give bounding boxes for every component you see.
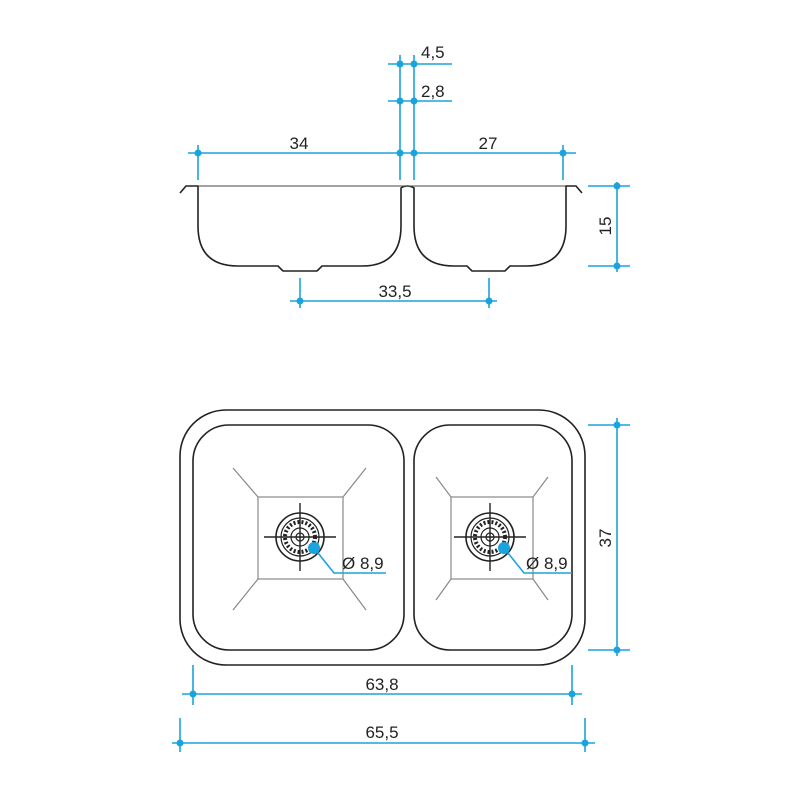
dim-divider-top: 4,5 <box>421 43 445 62</box>
dim-right-bowl-width: 27 <box>479 134 498 153</box>
left-drain-icon <box>264 503 336 571</box>
dim-depth: 15 <box>596 217 615 236</box>
right-drain-diameter: Ø 8,9 <box>526 554 568 573</box>
section-view <box>179 185 583 272</box>
dim-drain-spacing: 33,5 <box>378 282 411 301</box>
left-drain-diameter: Ø 8,9 <box>342 554 384 573</box>
plan-view <box>179 409 586 666</box>
dim-plan-depth: 37 <box>596 529 615 548</box>
dim-inner-width: 63,8 <box>365 675 398 694</box>
right-drain-icon <box>454 503 526 571</box>
dim-divider-bottom: 2,8 <box>421 82 445 101</box>
left-bowl-slopes <box>232 467 367 611</box>
dimension-lines-plan <box>172 418 630 752</box>
dim-outer-width: 65,5 <box>365 723 398 742</box>
dimension-lines-top <box>188 55 630 308</box>
dim-left-bowl-width: 34 <box>290 134 309 153</box>
right-bowl-slopes <box>435 476 549 601</box>
diameter-leaders <box>308 542 572 574</box>
